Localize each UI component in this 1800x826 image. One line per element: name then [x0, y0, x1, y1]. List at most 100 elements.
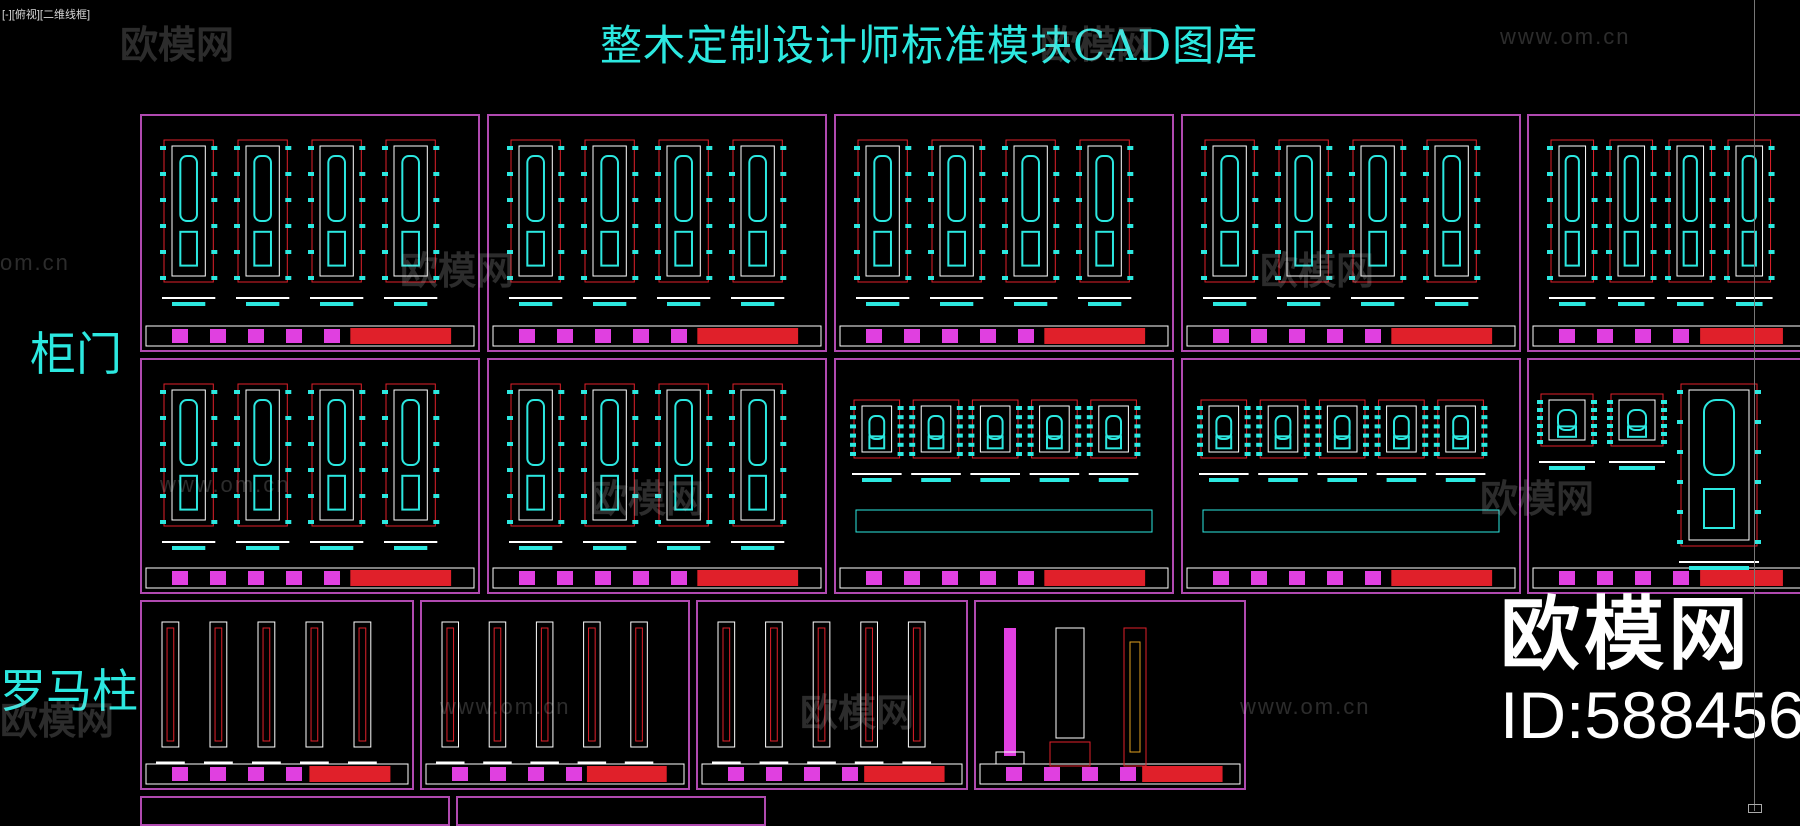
title-block-mark	[1018, 571, 1034, 585]
cad-sheet[interactable]	[487, 114, 827, 352]
cad-sheet[interactable]	[1527, 358, 1800, 594]
title-block	[492, 325, 822, 347]
title-block-mark	[1018, 329, 1034, 343]
door-elevation	[1027, 399, 1082, 482]
cad-sheet[interactable]	[140, 358, 480, 594]
title-block-mark	[804, 767, 820, 781]
title-block-mark	[866, 571, 882, 585]
title-block-mark	[519, 329, 535, 343]
title-block-mark	[1289, 329, 1305, 343]
title-block-mark	[728, 767, 744, 781]
viewport-label[interactable]: [-][俯视][二维线框]	[2, 9, 90, 21]
door-elevation	[308, 139, 366, 306]
title-block-mark	[1673, 329, 1689, 343]
title-block-mark	[1559, 329, 1575, 343]
title-block-mark	[210, 329, 226, 343]
title-block-stamp	[1391, 570, 1493, 586]
door-elevation	[1423, 139, 1481, 306]
door-elevation	[850, 399, 904, 482]
cad-crosshair	[1754, 0, 1755, 811]
title-block-mark	[1673, 571, 1689, 585]
title-block-mark	[172, 767, 188, 781]
watermark-url: om.cn	[0, 250, 70, 275]
sheet-drawing	[839, 139, 1169, 347]
cad-sheet[interactable]	[456, 796, 766, 826]
title-block-mark	[1044, 767, 1060, 781]
column-elevation	[483, 621, 512, 765]
sheet-drawing	[145, 383, 475, 589]
cad-sheet[interactable]	[1527, 114, 1800, 352]
column-elevation	[712, 621, 741, 765]
title-block	[1186, 567, 1516, 589]
title-block	[1532, 325, 1800, 347]
sheet-drawing	[1532, 383, 1800, 589]
door-elevation	[1315, 399, 1369, 482]
column-elevation	[204, 621, 233, 765]
door-elevation	[1197, 399, 1251, 482]
column-elevation	[577, 621, 607, 765]
sheet-drawing	[145, 621, 409, 785]
title-block-stamp	[864, 766, 945, 782]
door-elevation	[968, 399, 1022, 482]
sheet-drawing	[1186, 399, 1516, 589]
cad-sheet[interactable]	[974, 600, 1246, 790]
cad-sheet[interactable]	[140, 600, 414, 790]
title-block	[839, 567, 1169, 589]
title-block-mark	[1213, 329, 1229, 343]
column-elevation	[348, 621, 377, 765]
title-block-mark	[633, 329, 649, 343]
title-block-mark	[1635, 571, 1651, 585]
door-elevation	[234, 139, 292, 306]
cad-sheet[interactable]	[140, 796, 450, 826]
door-elevation	[382, 383, 440, 550]
title-block-mark	[490, 767, 506, 781]
door-elevation	[928, 139, 986, 306]
title-block-mark	[286, 767, 302, 781]
cad-sheet[interactable]	[834, 358, 1174, 594]
watermark-url: www.om.cn	[1240, 694, 1371, 719]
title-block-mark	[1327, 329, 1343, 343]
door-elevation	[729, 139, 787, 306]
title-block-mark	[1559, 571, 1575, 585]
title-block-mark	[1251, 329, 1267, 343]
cad-sheet[interactable]	[1181, 358, 1521, 594]
column-elevation	[252, 621, 281, 765]
title-block-mark	[980, 571, 996, 585]
title-block	[1532, 567, 1800, 589]
door-elevation	[1537, 393, 1597, 470]
title-block-stamp	[1142, 766, 1223, 782]
title-block-stamp	[586, 766, 667, 782]
column-elevation	[807, 621, 836, 765]
title-block-mark	[324, 329, 340, 343]
title-block-mark	[671, 571, 687, 585]
cad-sheet[interactable]	[140, 114, 480, 352]
cad-sheet[interactable]	[1181, 114, 1521, 352]
title-block-stamp	[1044, 570, 1146, 586]
title-block-mark	[1365, 571, 1381, 585]
door-elevation	[1275, 139, 1333, 306]
title-block-mark	[248, 571, 264, 585]
cad-sheet[interactable]	[834, 114, 1174, 352]
ucs-grip[interactable]	[1748, 804, 1762, 813]
title-block-mark	[1289, 571, 1305, 585]
title-block-mark	[286, 571, 302, 585]
sheet-drawing	[701, 621, 963, 785]
cad-sheet[interactable]	[487, 358, 827, 594]
title-block-mark	[1251, 571, 1267, 585]
door-elevation	[1724, 139, 1775, 306]
brand-id: ID:588456	[1500, 678, 1800, 752]
door-elevation	[1002, 139, 1060, 306]
title-block-stamp	[350, 328, 452, 344]
door-elevation	[507, 383, 565, 550]
title-block-mark	[595, 329, 611, 343]
title-block-stamp	[697, 570, 799, 586]
door-elevation	[1256, 399, 1310, 482]
title-block-mark	[595, 571, 611, 585]
cad-sheet[interactable]	[420, 600, 690, 790]
title-block-mark	[1365, 329, 1381, 343]
title-block-mark	[557, 571, 573, 585]
cad-sheet[interactable]	[696, 600, 968, 790]
door-elevation	[1086, 399, 1141, 482]
title-block-mark	[1635, 329, 1651, 343]
column-elevation	[759, 621, 789, 765]
